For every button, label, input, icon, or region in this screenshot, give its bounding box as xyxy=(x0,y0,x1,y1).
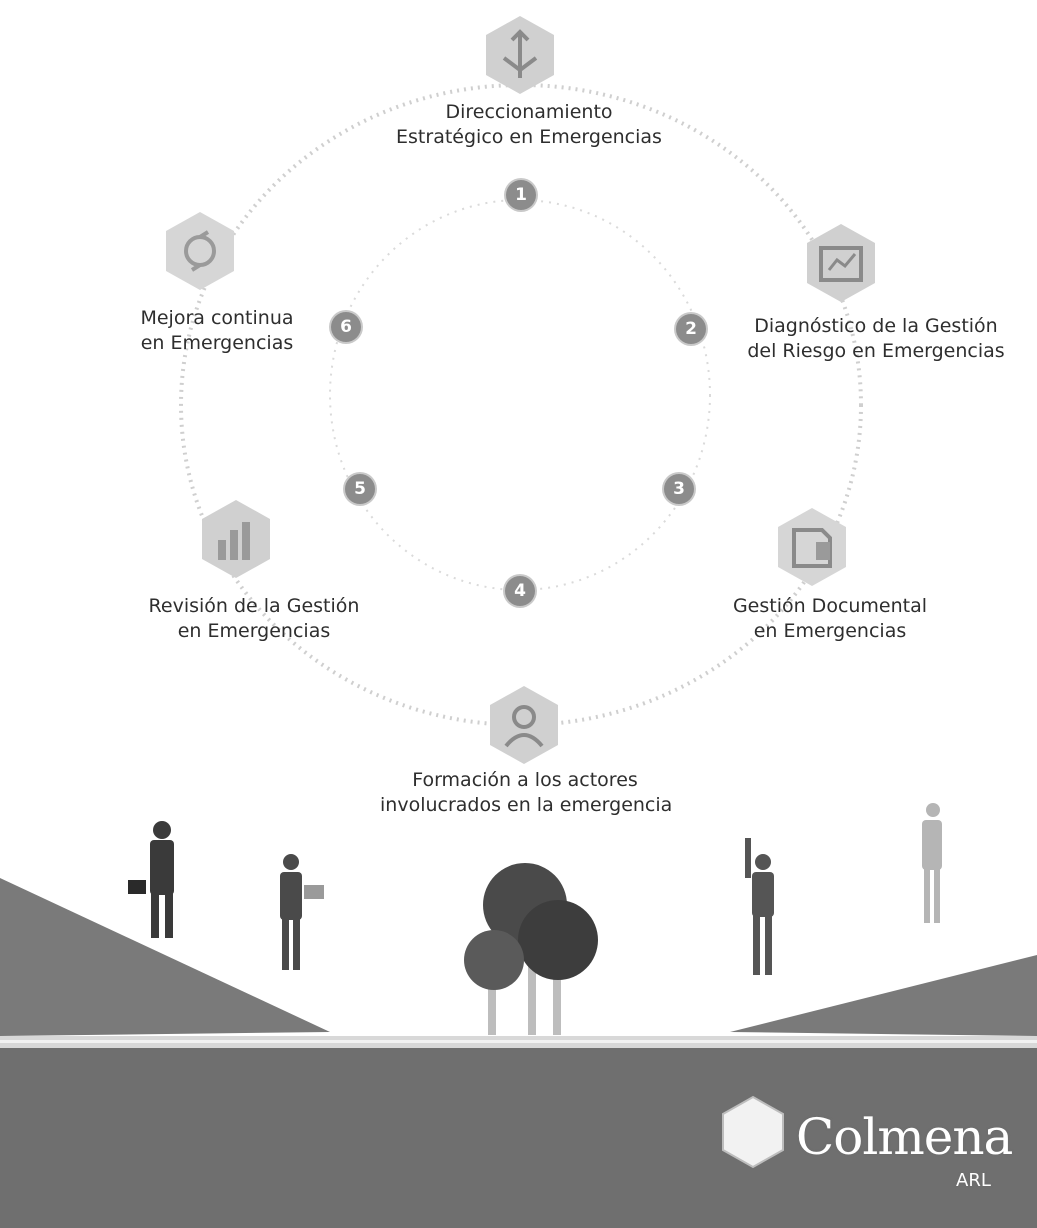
step-5-badge: 5 xyxy=(345,474,375,504)
step-3-badge: 3 xyxy=(664,474,694,504)
improvement-icon xyxy=(166,212,234,290)
ground-band xyxy=(0,1048,1037,1228)
standing-person-figure xyxy=(922,803,942,923)
worker-figure xyxy=(280,854,324,970)
document-icon xyxy=(778,508,846,586)
step-4-badge: 4 xyxy=(505,576,535,606)
diagnosis-icon xyxy=(807,224,875,302)
person-icon xyxy=(490,686,558,764)
step-6-badge: 6 xyxy=(331,312,361,342)
step-1-badge: 1 xyxy=(506,180,536,210)
tree-crown xyxy=(464,930,524,990)
road-highlight xyxy=(0,1040,1037,1043)
ground-illustration xyxy=(0,803,1037,1228)
businessman-figure xyxy=(128,821,174,938)
inner-ring xyxy=(329,199,711,591)
pointing-person-figure xyxy=(745,838,774,975)
tree-crown xyxy=(518,900,598,980)
logo-hexagon-icon xyxy=(722,1095,784,1169)
step-2-badge: 2 xyxy=(676,314,706,344)
strategy-icon xyxy=(486,16,554,94)
brand-name: Colmena xyxy=(796,1108,1013,1166)
brand-sub: ARL xyxy=(956,1170,991,1191)
chart-icon xyxy=(202,500,270,578)
trees xyxy=(464,863,598,1035)
right-slope xyxy=(730,955,1037,1036)
left-slope xyxy=(0,878,330,1036)
